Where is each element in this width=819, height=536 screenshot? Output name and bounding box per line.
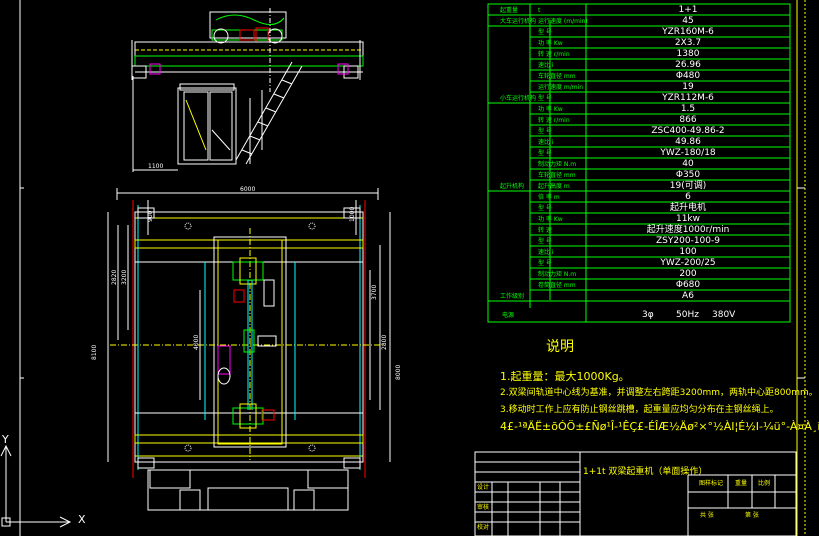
- title-block: [474, 451, 797, 536]
- spec-row-label: 车轮直径 mm: [538, 172, 576, 179]
- drawing-title: 1+1t 双梁起重机（单面操作）: [583, 467, 708, 477]
- dim-8000: 8000: [395, 365, 402, 380]
- spec-group-label: 工作级别: [500, 293, 525, 300]
- dim-1000: 1000: [349, 207, 356, 222]
- spec-row-value: 6: [685, 192, 691, 202]
- spec-row-label: 速比 i: [538, 139, 554, 146]
- spec-row-value: 起升速度1000r/min: [646, 225, 730, 235]
- drawing-frame: [19, 0, 806, 536]
- spec-row-label: 功 率 Kw: [538, 216, 563, 223]
- note-item-2: 2.双梁间轨道中心线为基准，并调整左右跨距3200mm，两轨中心距800mm。: [500, 388, 818, 398]
- spec-row-label: 车轮直径 mm: [538, 73, 576, 80]
- spec-row-value: 45: [682, 16, 694, 26]
- spec-row-label: 卷筒直径 mm: [538, 282, 576, 289]
- spec-row-value: YZR160M-6: [662, 27, 714, 37]
- spec-power-group: 电源: [502, 312, 515, 319]
- spec-row-label: 倍 率 m: [538, 194, 560, 201]
- dim-6000: 6000: [240, 186, 255, 193]
- spec-row-value: 19: [682, 82, 694, 92]
- dim-1100: 1100: [148, 163, 163, 170]
- spec-power-voltage: 380V: [712, 310, 736, 320]
- spec-row-value: 100: [679, 247, 697, 257]
- title-label-check: 校对: [477, 524, 490, 531]
- spec-row-label: 运行速度 m/min: [538, 84, 584, 91]
- spec-row-value: 40: [682, 159, 694, 169]
- spec-row-value: A6: [682, 291, 694, 301]
- spec-row-label: 功 率 Kw: [538, 106, 563, 113]
- spec-row-value: 19(可调): [669, 181, 707, 191]
- title-label-design: 设计: [477, 484, 490, 491]
- note-item-4: 4£-¹ªÄË±õÓÖ±£Ñø¹Î-¹ÊÇ£-ÉÎÆ½Äø²×°½ÀI¦É½I-…: [500, 420, 819, 433]
- title-label-weight: 重量: [735, 480, 748, 487]
- spec-row-label: 型 号: [538, 205, 552, 212]
- crane-side-elevation: [131, 8, 364, 172]
- spec-row-value: Φ350: [675, 170, 701, 180]
- ucs-y-label: Y: [2, 433, 9, 446]
- spec-row-value: 866: [679, 115, 697, 125]
- spec-group-label: 大车运行机构: [500, 18, 537, 25]
- spec-row-label: 起升高度 m: [538, 183, 570, 190]
- title-label-sheet: 第 张: [745, 512, 759, 519]
- spec-row-value: 26.96: [675, 60, 701, 70]
- dim-900: 900: [147, 210, 154, 222]
- spec-row-label: t: [538, 7, 541, 14]
- ucs-icon: [0, 444, 72, 528]
- spec-row-label: 转 速 r/min: [538, 117, 570, 124]
- spec-row-value: ZSY200-100-9: [656, 236, 720, 246]
- spec-row-value: 起升电机: [669, 203, 706, 213]
- spec-row-value: ZSC400-49.86-2: [651, 126, 725, 136]
- spec-group-label: 起升机构: [500, 183, 525, 190]
- spec-row-value: 2X3.7: [674, 38, 702, 48]
- spec-row-value: 11kw: [675, 214, 701, 224]
- spec-row-value: 1380: [676, 49, 700, 59]
- notes-title: 说明: [546, 339, 574, 355]
- spec-row-value: Φ480: [675, 71, 701, 81]
- spec-row-label: 功 率 Kw: [538, 40, 563, 47]
- spec-row-label: 型 号: [538, 238, 552, 245]
- spec-group-label: 起重量: [500, 7, 519, 14]
- spec-power-freq: 50Hz: [676, 310, 699, 320]
- spec-row-value: 1+1: [678, 5, 698, 15]
- spec-row-value: YZR112M-6: [662, 93, 714, 103]
- spec-row-label: 转 速 r/min: [538, 51, 570, 58]
- dim-2820: 2820: [111, 270, 118, 285]
- spec-row-value: YWZ-180/18: [660, 148, 716, 158]
- spec-row-label: 型 号: [538, 150, 552, 157]
- spec-group-label: 小车运行机构: [500, 95, 537, 102]
- title-label-review: 审核: [477, 504, 490, 511]
- spec-row-label: 型 号: [538, 260, 552, 267]
- spec-row-value: 200: [679, 269, 697, 279]
- spec-row-label: 制动力矩 N.m: [538, 161, 577, 168]
- spec-row-label: 型 号: [538, 95, 552, 102]
- spec-row-label: 速比 i: [538, 249, 554, 256]
- title-label-mark: 图样标记: [699, 480, 724, 487]
- dim-3200: 3200: [121, 270, 128, 285]
- note-item-3: 3.移动时工作上应有防止钢丝跳槽，起重量应均匀分布在主钢丝绳上。: [500, 405, 779, 415]
- dim-3700: 3700: [371, 285, 378, 300]
- spec-power-phase: 3φ: [642, 310, 654, 320]
- dim-8100: 8100: [91, 345, 98, 360]
- spec-row-label: 运行速度 (m/min): [538, 18, 588, 25]
- crane-plan-view: [107, 188, 391, 511]
- spec-row-value: YWZ-200/25: [660, 258, 716, 268]
- spec-row-label: 转 速: [538, 227, 552, 234]
- title-label-scale: 比例: [758, 480, 771, 487]
- dim-4000: 4000: [193, 335, 200, 350]
- spec-row-label: 制动力矩 N.m: [538, 271, 577, 278]
- spec-table-grid: [487, 3, 791, 323]
- spec-row-value: Φ680: [675, 280, 701, 290]
- spec-row-value: 1.5: [680, 104, 696, 114]
- spec-row-value: 49.86: [675, 137, 701, 147]
- title-label-sheets: 共 张: [700, 512, 714, 519]
- dim-2800: 2800: [381, 335, 388, 350]
- note-item-1: 1.起重量：最大1000Kg。: [500, 370, 630, 383]
- spec-row-label: 型 号: [538, 128, 552, 135]
- spec-row-label: 型 号: [538, 29, 552, 36]
- ucs-x-label: X: [78, 513, 86, 526]
- spec-row-label: 速比 i: [538, 62, 554, 69]
